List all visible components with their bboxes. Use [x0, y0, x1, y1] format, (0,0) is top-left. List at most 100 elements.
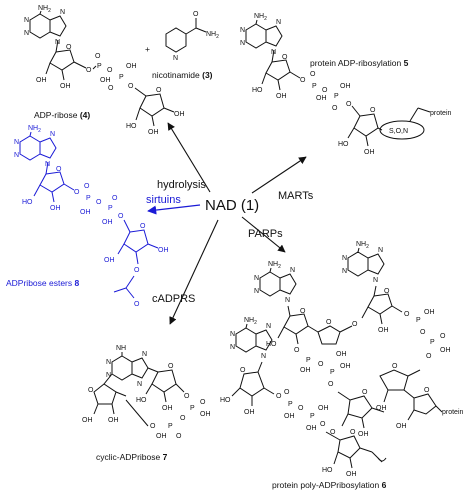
arrow-sirtuins [147, 204, 201, 215]
svg-text:N: N [230, 344, 235, 351]
svg-text:O: O [96, 199, 102, 206]
svg-text:O: O [440, 333, 446, 340]
svg-text:OH: OH [126, 63, 137, 70]
svg-text:N: N [342, 255, 347, 262]
adp-ribose-structure: NH2 N N N N O O OH OH P O OH O P O OH O … [24, 5, 185, 136]
svg-text:O: O [134, 267, 140, 274]
adp-ribose-label: ADP-ribose (4) [34, 110, 90, 120]
svg-text:OH: OH [440, 347, 451, 354]
svg-text:O: O [350, 429, 356, 436]
svg-text:NH: NH [116, 345, 126, 352]
svg-text:OH: OH [174, 111, 185, 118]
svg-text:OH: OH [200, 411, 211, 418]
svg-text:N: N [24, 30, 29, 37]
svg-text:O: O [176, 433, 182, 440]
svg-text:O: O [300, 308, 306, 315]
svg-text:O: O [310, 71, 316, 78]
svg-text:O: O [384, 288, 390, 295]
svg-text:O: O [156, 87, 162, 94]
svg-text:NH2: NH2 [268, 261, 281, 270]
svg-text:O: O [128, 83, 134, 90]
svg-text:OH: OH [104, 257, 115, 264]
svg-text:N: N [240, 40, 245, 47]
svg-text:N: N [342, 268, 347, 275]
svg-text:P: P [168, 423, 173, 430]
svg-text:OH: OH [244, 409, 255, 416]
svg-text:P: P [86, 195, 91, 202]
adpribose-esters-label: ADPribose esters 8 [6, 278, 80, 288]
svg-text:O: O [193, 11, 199, 18]
svg-text:O: O [330, 429, 336, 436]
svg-text:OH: OH [340, 83, 351, 90]
svg-text:O: O [56, 166, 62, 173]
svg-text:O: O [426, 353, 432, 360]
svg-text:O: O [404, 311, 410, 318]
svg-text:OH: OH [358, 431, 369, 438]
svg-text:OH: OH [396, 423, 407, 430]
svg-text:OH: OH [378, 327, 389, 334]
svg-text:P: P [97, 63, 102, 70]
svg-text:OH: OH [82, 417, 93, 424]
svg-text:S,O,N: S,O,N [389, 128, 408, 135]
svg-text:N: N [14, 152, 19, 159]
svg-text:N: N [60, 9, 65, 16]
svg-text:O: O [352, 321, 358, 328]
svg-text:NH2: NH2 [356, 241, 369, 250]
svg-text:N: N [137, 381, 142, 388]
svg-text:OH: OH [276, 93, 287, 100]
protein-adp-label: protein ADP-ribosylation 5 [310, 58, 409, 68]
svg-text:OH: OH [156, 433, 167, 440]
svg-text:O: O [320, 421, 326, 428]
svg-text:P: P [108, 205, 113, 212]
svg-text:OH: OH [162, 405, 173, 412]
svg-text:O: O [420, 329, 426, 336]
arrow-marts [251, 156, 307, 194]
svg-text:O: O [112, 195, 118, 202]
svg-text:O: O [282, 54, 288, 61]
svg-text:HO: HO [220, 397, 231, 404]
svg-text:P: P [190, 405, 195, 412]
svg-text:HO: HO [22, 199, 33, 206]
svg-text:HO: HO [322, 467, 333, 474]
svg-text:N: N [254, 288, 259, 295]
cyclic-adpribose-structure: NH N N N N O OH OH O HO OH O P O OH O P … [82, 345, 211, 440]
arrow-label-marts: MARTs [278, 190, 314, 202]
svg-text:P: P [288, 401, 293, 408]
svg-text:OH: OH [364, 149, 375, 156]
svg-text:OH: OH [158, 247, 169, 254]
poly-adp-structure: NH2 N N N N O O P OH O P O OH O O OH NH2… [220, 241, 464, 478]
svg-text:O: O [328, 381, 334, 388]
svg-text:HO: HO [252, 87, 263, 94]
svg-text:O: O [180, 415, 186, 422]
svg-text:OH: OH [284, 413, 295, 420]
svg-text:N: N [266, 323, 271, 330]
svg-text:O: O [150, 423, 156, 430]
svg-text:P: P [430, 339, 435, 346]
arrow-cadprs [169, 219, 219, 325]
svg-text:O: O [392, 363, 398, 370]
svg-text:N: N [173, 55, 178, 62]
svg-text:O: O [240, 367, 246, 374]
svg-text:OH: OH [80, 209, 91, 216]
svg-text:N: N [276, 19, 281, 26]
svg-text:O: O [322, 87, 328, 94]
svg-text:P: P [312, 83, 317, 90]
svg-text:O: O [86, 67, 92, 74]
svg-text:O: O [332, 105, 338, 112]
svg-text:N: N [106, 359, 111, 366]
nicotinamide-structure: O NH2 N [165, 11, 219, 62]
svg-text:P: P [334, 93, 339, 100]
arrow-hydrolysis [167, 122, 211, 193]
svg-text:O: O [318, 361, 324, 368]
svg-text:N: N [24, 17, 29, 24]
svg-text:P: P [310, 413, 315, 420]
protein-adp-structure: NH2 N N N N O HO OH O P O OH O P OH O O … [240, 13, 452, 156]
svg-text:O: O [88, 387, 94, 394]
plus-sign: + [145, 44, 150, 54]
svg-text:OH: OH [336, 351, 347, 358]
svg-text:OH: OH [60, 83, 71, 90]
svg-text:OH: OH [306, 425, 317, 432]
svg-text:N: N [240, 27, 245, 34]
svg-text:OH: OH [376, 405, 387, 412]
